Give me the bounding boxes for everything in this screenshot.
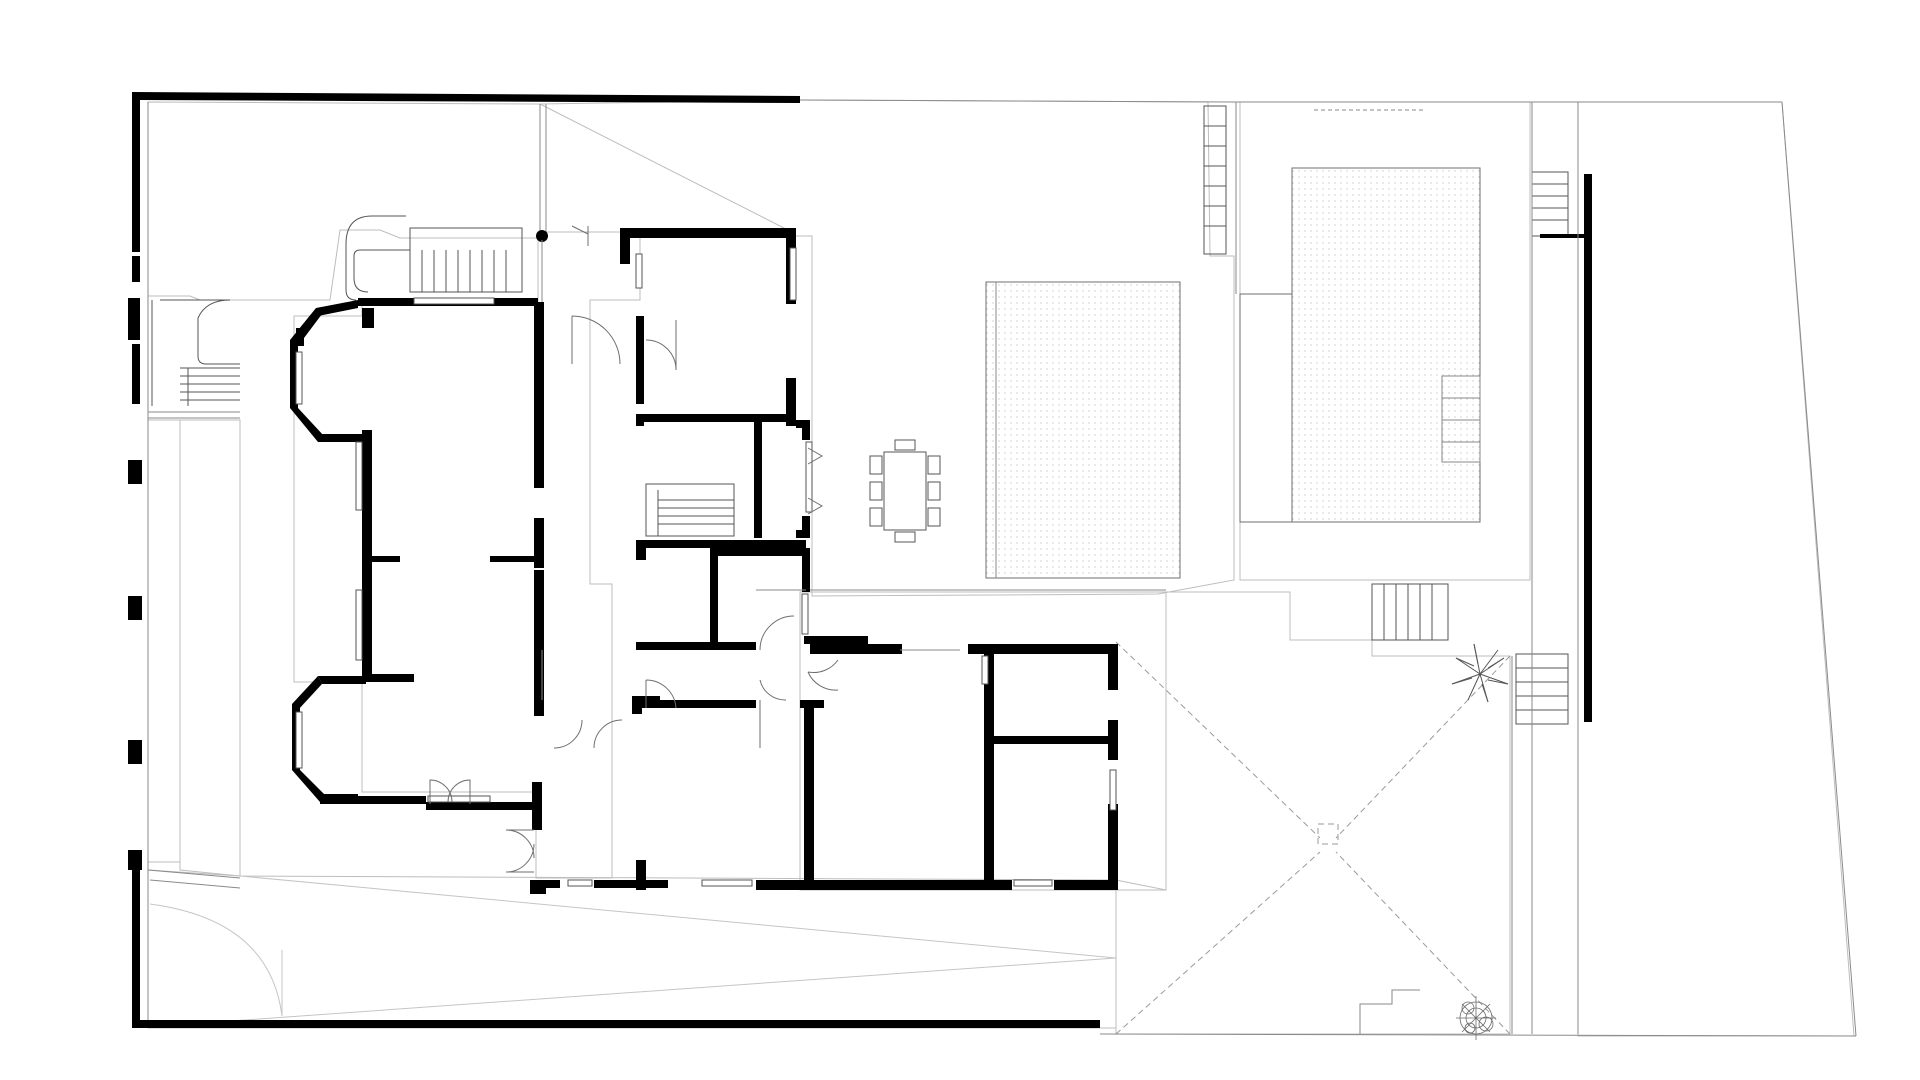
reflecting-pond [985, 281, 1181, 579]
pool-steps [1441, 375, 1481, 463]
windows [295, 247, 1117, 887]
house-walls [290, 228, 1118, 894]
driveway-lines [149, 875, 1117, 1027]
misc-details [536, 230, 1166, 700]
stair-interior [645, 483, 735, 537]
right-courtyard [1115, 591, 1511, 1035]
pool-area [985, 109, 1481, 579]
stair-side-lower [1515, 653, 1569, 725]
column [536, 230, 548, 242]
pergola-roof [1115, 641, 1511, 1035]
swimming-pool [1291, 167, 1481, 523]
boundary-walls [128, 92, 1592, 1028]
stair-garden [151, 299, 240, 406]
front-garden [147, 101, 541, 301]
boundary-thin-lines [147, 99, 1857, 1037]
doors [429, 225, 839, 873]
stair-pool [1203, 105, 1227, 255]
house-footprint-outline [293, 231, 641, 879]
shrub [1456, 996, 1496, 1040]
palm-tree [1451, 643, 1509, 703]
front-driveway [147, 869, 1117, 1029]
dining-table [869, 439, 941, 543]
side-path-left [147, 419, 181, 863]
left-garden-strip [179, 419, 241, 877]
right-side-garden [1577, 101, 1855, 1037]
pool-inner-outline [1239, 293, 1293, 523]
stair-side-upper [1531, 171, 1569, 237]
stair-terrace [1371, 583, 1449, 641]
stair-entrance [345, 215, 523, 301]
